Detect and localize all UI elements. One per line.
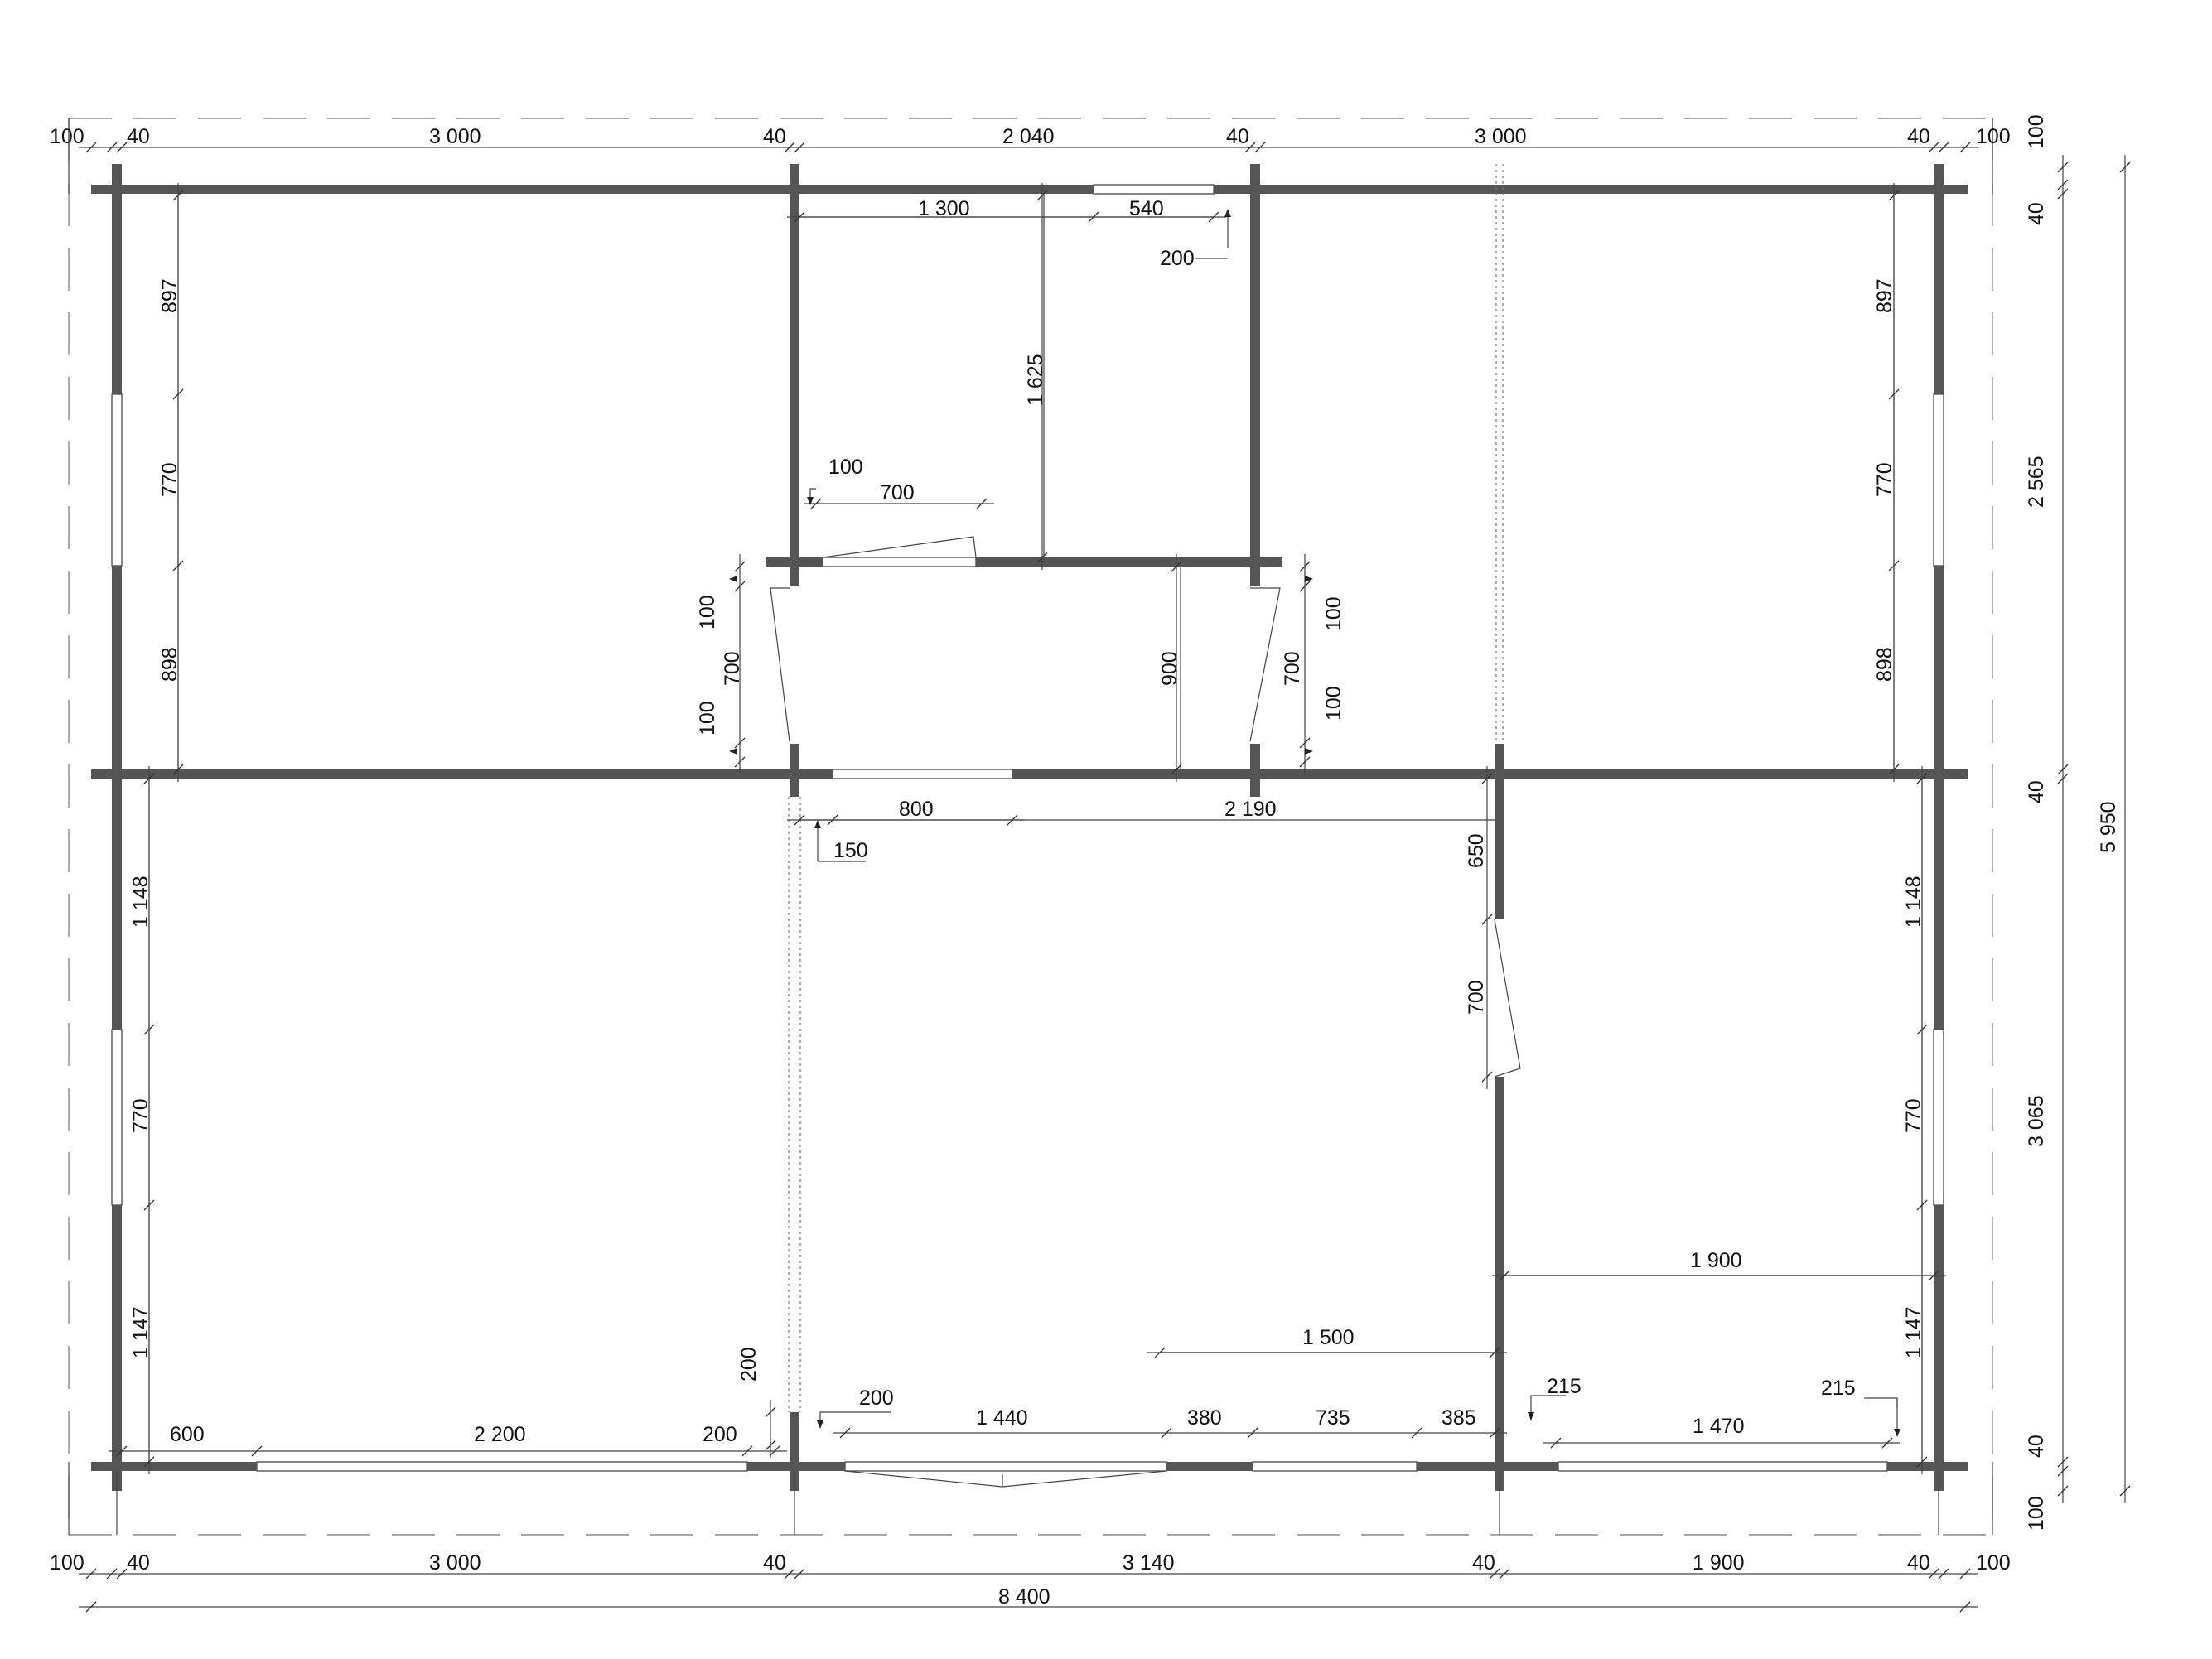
dim-200-top: 200: [1160, 247, 1195, 270]
right-dim-4: 40: [2025, 780, 2048, 803]
walls: [91, 164, 1968, 1491]
dim-650: 650: [1465, 833, 1488, 868]
right-lower-dim-3: 1 147: [1902, 1306, 1925, 1358]
dim-200-horizontal: 200: [859, 1387, 894, 1410]
left-lower-dim-2: 770: [129, 1098, 152, 1133]
bottom-total: 8 400: [998, 1585, 1050, 1608]
right-total: 5 950: [2097, 801, 2120, 853]
top-dim-7: 3 000: [1475, 125, 1527, 148]
dimension-lines: [79, 142, 2131, 1613]
dim-700-mid: 700: [1465, 980, 1488, 1015]
dim-100-right-a: 100: [1322, 596, 1345, 631]
right-dim-1: 100: [2025, 114, 2048, 149]
dim-100-left-a: 100: [696, 595, 719, 629]
right-upper-dim-1: 897: [1873, 278, 1896, 313]
dim-100-right-b: 100: [1322, 686, 1345, 721]
bottom-dim-9: 100: [1976, 1551, 2011, 1575]
dim-1500: 1 500: [1302, 1326, 1355, 1349]
right-upper-dim-3: 898: [1873, 647, 1896, 682]
bottom-dim-6: 40: [1472, 1551, 1495, 1575]
right-dim-7: 100: [2025, 1496, 2048, 1531]
bottom-chain-200: 200: [703, 1423, 737, 1446]
top-dim-8: 40: [1907, 125, 1930, 148]
openings: [111, 164, 1944, 1488]
top-dim-3: 3 000: [429, 125, 481, 148]
right-lower-dim-2: 770: [1902, 1098, 1925, 1133]
top-dim-1: 100: [50, 125, 85, 148]
leader-lines: [729, 209, 1900, 1437]
dim-1300: 1 300: [918, 197, 970, 220]
dim-200-vertical: 200: [737, 1347, 761, 1382]
dim-700-right: 700: [1281, 651, 1304, 686]
left-lower-dim-1: 1 148: [129, 875, 152, 928]
right-lower-dim-1: 1 148: [1902, 875, 1925, 928]
right-dim-5: 3 065: [2025, 1095, 2048, 1147]
left-upper-dim-2: 770: [158, 462, 181, 497]
bottom-dim-1: 100: [50, 1551, 85, 1575]
bottom-dim-8: 40: [1907, 1551, 1930, 1575]
bottom-chain-2200: 2 200: [474, 1423, 526, 1446]
bottom-chain-1470: 1 470: [1693, 1415, 1745, 1438]
right-dim-2: 40: [2025, 202, 2048, 225]
bottom-dim-5: 3 140: [1123, 1551, 1175, 1575]
dim-700-upper: 700: [880, 481, 915, 504]
bottom-chain-735: 735: [1316, 1406, 1350, 1430]
dim-100-upper: 100: [828, 456, 863, 479]
top-dim-5: 2 040: [1002, 125, 1055, 148]
dim-800: 800: [899, 798, 934, 821]
top-dim-9: 100: [1976, 125, 2011, 148]
top-dim-6: 40: [1226, 125, 1249, 148]
bottom-dim-2: 40: [127, 1551, 150, 1575]
right-dim-6: 40: [2025, 1435, 2048, 1458]
bottom-dim-4: 40: [763, 1551, 786, 1575]
bottom-chain-380: 380: [1187, 1406, 1222, 1430]
dim-2190: 2 190: [1224, 798, 1277, 821]
dim-215-a: 215: [1547, 1375, 1582, 1398]
bottom-dim-7: 1 900: [1693, 1551, 1745, 1575]
right-dim-3: 2 565: [2025, 456, 2048, 508]
bottom-chain-385: 385: [1442, 1406, 1476, 1430]
dim-1625: 1 625: [1024, 354, 1047, 406]
dim-215-b: 215: [1821, 1377, 1856, 1400]
bottom-dim-3: 3 000: [429, 1551, 481, 1575]
top-dim-4: 40: [763, 125, 786, 148]
extension-lines: [68, 118, 1993, 1535]
dimension-labels: 100 40 3 000 40 2 040 40 3 000 40 100 10…: [50, 114, 2120, 1608]
bottom-chain-1440: 1 440: [976, 1406, 1028, 1430]
dim-150: 150: [833, 839, 868, 862]
left-upper-dim-1: 897: [158, 278, 181, 313]
dim-100-left-b: 100: [696, 701, 719, 735]
right-upper-dim-2: 770: [1873, 462, 1896, 497]
dim-1900: 1 900: [1690, 1249, 1742, 1272]
left-lower-dim-3: 1 147: [129, 1306, 152, 1358]
dim-700-left: 700: [721, 651, 744, 686]
top-dim-2: 40: [127, 125, 150, 148]
outer-boundary: [68, 118, 1993, 1536]
left-upper-dim-3: 898: [158, 647, 181, 682]
bottom-chain-600: 600: [170, 1423, 205, 1446]
dim-900: 900: [1158, 651, 1181, 686]
dim-540: 540: [1129, 197, 1164, 220]
